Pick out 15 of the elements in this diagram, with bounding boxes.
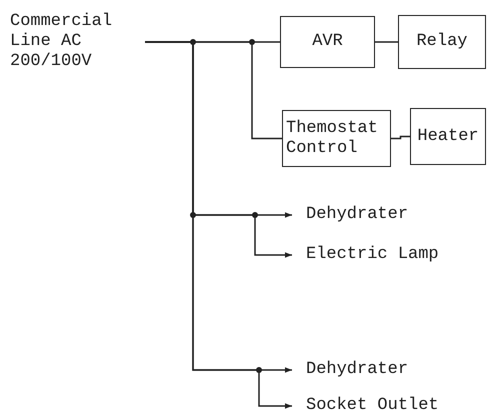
connector-line	[391, 136, 410, 140]
process-box	[410, 108, 486, 165]
process-box	[398, 15, 486, 69]
process-box	[282, 110, 391, 167]
connector-line	[375, 41, 398, 43]
box-label: AVR	[312, 32, 343, 52]
output-label: Dehydrater	[306, 205, 408, 225]
process-box	[280, 16, 375, 68]
source-label: Commercial Line AC 200/100V	[10, 12, 114, 72]
box-label: Relay	[416, 32, 468, 52]
output-label: Socket Outlet	[306, 396, 439, 415]
box-label: Heater	[417, 126, 479, 146]
output-label: Electric Lamp	[306, 245, 439, 265]
output-label: Dehydrater	[306, 360, 408, 380]
box-label: Themostat Control	[286, 118, 379, 158]
